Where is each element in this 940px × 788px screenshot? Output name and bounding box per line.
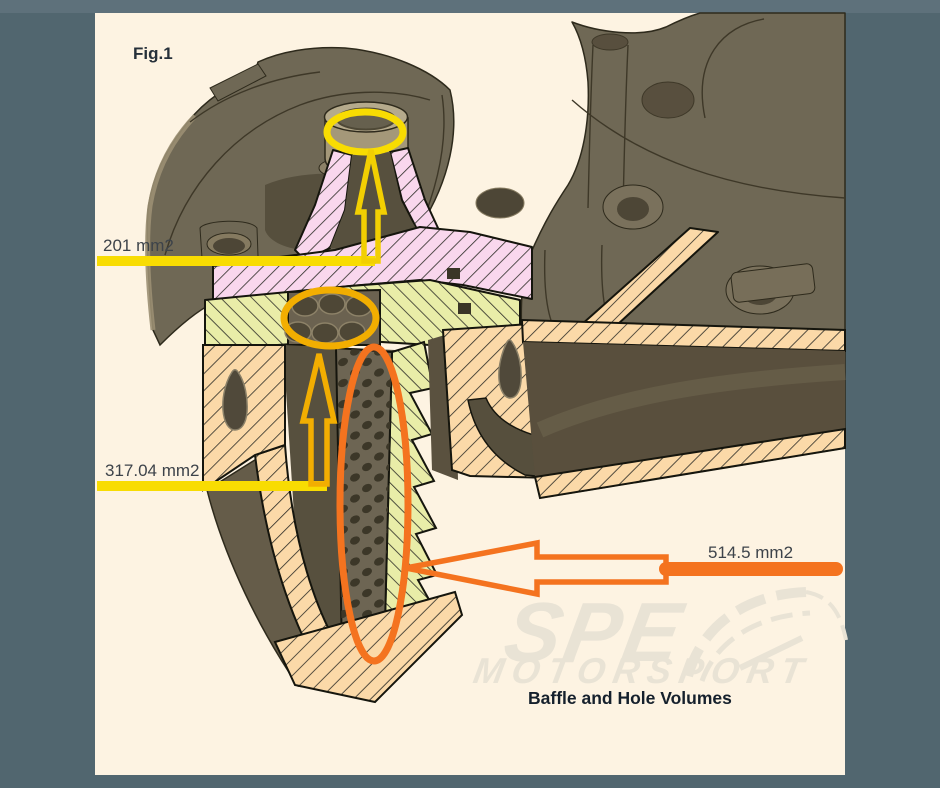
edge-highlight (145, 114, 197, 331)
inlet-wedge-section (273, 590, 464, 704)
teardrop-hole (222, 369, 248, 431)
leader-line-201 (97, 256, 375, 266)
leader-line-317 (97, 481, 327, 491)
flow-arrow-up-317 (299, 353, 338, 487)
flow-arrow-up-201 (354, 149, 388, 264)
slot-opening (591, 33, 629, 51)
funnel-cavity (330, 152, 420, 250)
watermark-swoosh (683, 587, 848, 682)
teardrop-hole-2 (498, 339, 522, 399)
pan-rail-sections (428, 318, 846, 500)
mounting-lug (199, 220, 259, 263)
figure-label: Fig.1 (133, 44, 173, 63)
highlight-ellipse-201 (323, 108, 407, 156)
step-tab (209, 63, 267, 102)
rib-pad (730, 263, 816, 303)
pocket-hole (641, 81, 695, 119)
watermark-sub: MOTORSPORT (470, 650, 815, 691)
annotation-label-317: 317.04 mm2 (105, 461, 200, 480)
highlight-ellipse-514 (336, 343, 412, 665)
annotation-label-514: 514.5 mm2 (708, 543, 794, 562)
boss-with-hole-1 (602, 184, 664, 230)
annotation-label-201: 201 mm2 (103, 236, 174, 255)
bore-hole (475, 187, 525, 219)
flange-block (202, 344, 286, 492)
lower-rail-section (533, 427, 846, 500)
highlight-ellipse-317 (280, 286, 380, 350)
figure-caption: Baffle and Hole Volumes (528, 688, 732, 708)
annotation-layer (97, 108, 843, 665)
